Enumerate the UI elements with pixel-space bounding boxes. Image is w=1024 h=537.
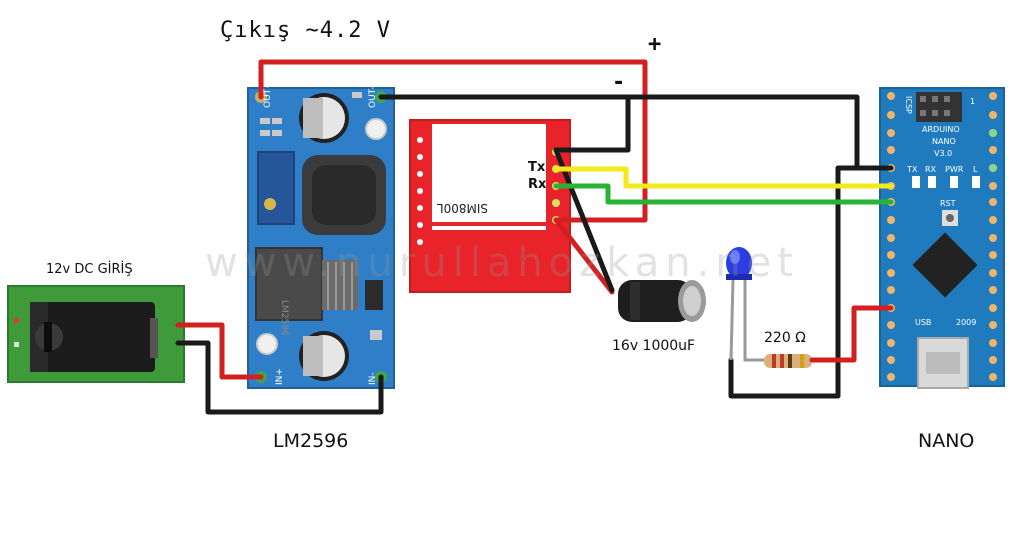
resistor-label: 220 Ω (764, 330, 806, 346)
wire-dc-plus (175, 322, 264, 380)
label-out-minus: OUT- (368, 86, 378, 108)
led-leg-anode (743, 280, 764, 362)
wire-sim-to-cap-plus (553, 217, 615, 295)
label-sim-chip: SIM800L (437, 201, 488, 215)
nano-pin1-label: 1 (970, 97, 975, 106)
dc-jack-board (7, 285, 185, 383)
nano-rst-label: RST (940, 199, 956, 208)
wire-sim-to-cap-minus (553, 147, 615, 293)
output-voltage-label: Çıkış ~4.2 V (220, 18, 391, 43)
nano-l-label: L (973, 165, 978, 174)
label-lm-chip: LM2596 (279, 300, 289, 336)
nano-rx-led-label: RX (925, 165, 937, 174)
wire-d9-resistor (809, 305, 894, 363)
nano-version-label: V3.0 (934, 149, 952, 158)
arduino-nano-board (879, 87, 1005, 389)
nano-label: NANO (918, 430, 975, 452)
nano-brand-label: ARDUINO (922, 125, 960, 134)
nano-tx-led-label: TX (906, 165, 918, 174)
wire-dc-minus (175, 340, 384, 415)
label-in-plus: IN+ (275, 368, 285, 385)
watermark-text: www.nurullahozkan.net (205, 240, 799, 286)
sim800l-module (409, 119, 571, 293)
minus-sign-label: - (612, 70, 627, 95)
nano-icsp-label: ICSP (904, 96, 913, 114)
plus-sign-label: + (648, 32, 663, 57)
wire-gnd-to-sim (553, 94, 631, 153)
rx-label: Rx (528, 177, 547, 192)
wire-tx (553, 166, 894, 189)
nano-pwr-label: PWR (945, 165, 964, 174)
label-out-plus: OUT+ (263, 81, 273, 108)
wire-out-plus (258, 59, 648, 223)
regulator-label: LM2596 (273, 430, 349, 452)
nano-usb-label: USB (915, 318, 931, 327)
electrolytic-capacitor (618, 280, 706, 322)
nano-year-label: 2009 (956, 318, 976, 327)
label-in-minus: IN- (368, 372, 378, 385)
wire-out-minus (378, 94, 894, 171)
capacitor-label: 16v 1000uF (612, 338, 696, 354)
tx-label: Tx (528, 160, 546, 175)
blue-led (726, 247, 752, 280)
dc-input-label: 12v DC GİRİŞ (46, 262, 133, 277)
lm2596-module (247, 87, 395, 389)
wire-gnd-to-led (728, 165, 860, 399)
led-leg-cathode (729, 279, 735, 361)
wire-rx (553, 183, 894, 205)
nano-model-label: NANO (932, 137, 956, 146)
resistor-220 (764, 354, 812, 368)
